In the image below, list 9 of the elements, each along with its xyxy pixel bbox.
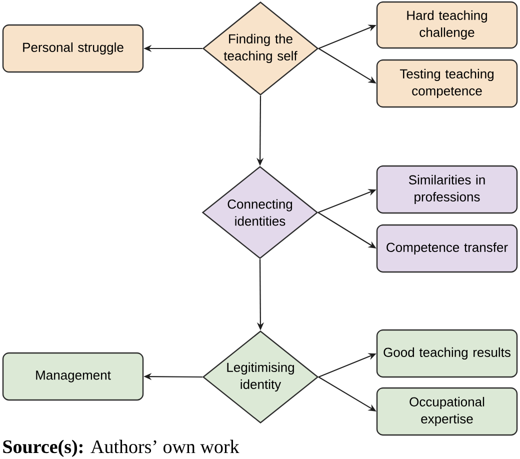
- process-box: Management: [2, 352, 144, 401]
- source-caption: Source(s): Authors’ own work: [3, 440, 240, 458]
- process-box: Good teaching results: [376, 329, 518, 378]
- process-box: Testing teaching competence: [376, 59, 518, 108]
- process-box: Similarities in professions: [376, 165, 518, 214]
- process-box: Hard teaching challenge: [376, 1, 518, 49]
- process-box: Occupational expertise: [376, 387, 518, 436]
- process-box: Competence transfer: [376, 224, 518, 273]
- process-box: Personal struggle: [2, 24, 144, 73]
